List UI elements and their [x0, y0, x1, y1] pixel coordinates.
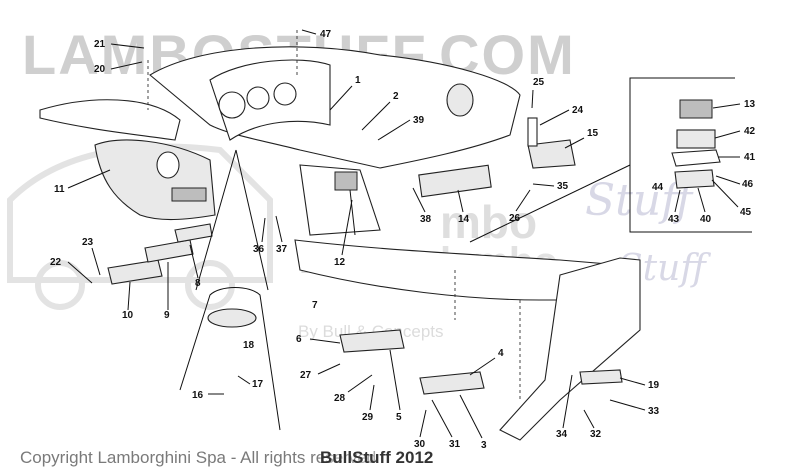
callout-23: 23: [82, 237, 94, 248]
callout-24: 24: [572, 105, 584, 116]
callout-11: 11: [54, 184, 65, 195]
dashed-leader-lines: [147, 30, 521, 400]
callout-37: 37: [276, 244, 288, 255]
callout-14: 14: [458, 214, 470, 225]
callout-47: 47: [320, 29, 332, 40]
air-vents: [107, 223, 213, 285]
callout-27: 27: [300, 370, 312, 381]
center-console: [294, 164, 641, 441]
callout-35: 35: [557, 181, 569, 192]
callout-9: 9: [164, 310, 170, 321]
callout-43: 43: [668, 214, 680, 225]
callout-34: 34: [556, 429, 568, 440]
callout-18: 18: [243, 340, 255, 351]
callout-41: 41: [744, 152, 756, 163]
callout-8: 8: [195, 278, 201, 289]
callout-2: 2: [393, 91, 399, 102]
overlay-credit-text: BullStuff 2012: [320, 448, 434, 468]
callout-5: 5: [396, 412, 402, 423]
callout-26: 26: [509, 213, 521, 224]
left-instrument-pod: [94, 139, 216, 221]
grouping-lines: [179, 77, 752, 431]
callout-38: 38: [420, 214, 432, 225]
callout-44: 44: [652, 182, 664, 193]
callout-29: 29: [362, 412, 374, 423]
callout-33: 33: [648, 406, 660, 417]
callout-42: 42: [744, 126, 756, 137]
callout-labels: 1 2 3 4 5 6 7 8 9 10 11 12 13 14 15 16 1…: [50, 29, 756, 451]
callout-17: 17: [252, 379, 264, 390]
callout-4: 4: [498, 348, 504, 359]
callout-16: 16: [192, 390, 204, 401]
callout-13: 13: [744, 99, 756, 110]
callout-30: 30: [414, 439, 426, 450]
lower-brackets: [207, 308, 623, 395]
callout-19: 19: [648, 380, 660, 391]
callout-10: 10: [122, 310, 134, 321]
callout-6: 6: [296, 334, 302, 345]
watermark-script-1: Stuff: [585, 175, 693, 226]
callout-28: 28: [334, 393, 346, 404]
dashboard-assembly: [39, 46, 521, 169]
right-switch-parts: [418, 99, 721, 198]
watermark-side-1: mbo: [440, 196, 538, 248]
callout-45: 45: [740, 207, 752, 218]
callout-32: 32: [590, 429, 602, 440]
callout-39: 39: [413, 115, 425, 126]
callout-36: 36: [253, 244, 265, 255]
watermark-line-2: By Bull & Concepts: [298, 322, 444, 341]
callout-1: 1: [355, 75, 361, 86]
callout-21: 21: [94, 39, 106, 50]
callout-12: 12: [334, 257, 346, 268]
callout-3: 3: [481, 440, 487, 451]
callout-46: 46: [742, 179, 754, 190]
callout-20: 20: [94, 64, 106, 75]
callout-22: 22: [50, 257, 62, 268]
callout-40: 40: [700, 214, 712, 225]
callout-15: 15: [587, 128, 599, 139]
callout-25: 25: [533, 77, 545, 88]
copyright-text: Copyright Lamborghini Spa - All rights r…: [20, 448, 377, 467]
callout-31: 31: [449, 439, 461, 450]
callout-7: 7: [312, 300, 318, 311]
